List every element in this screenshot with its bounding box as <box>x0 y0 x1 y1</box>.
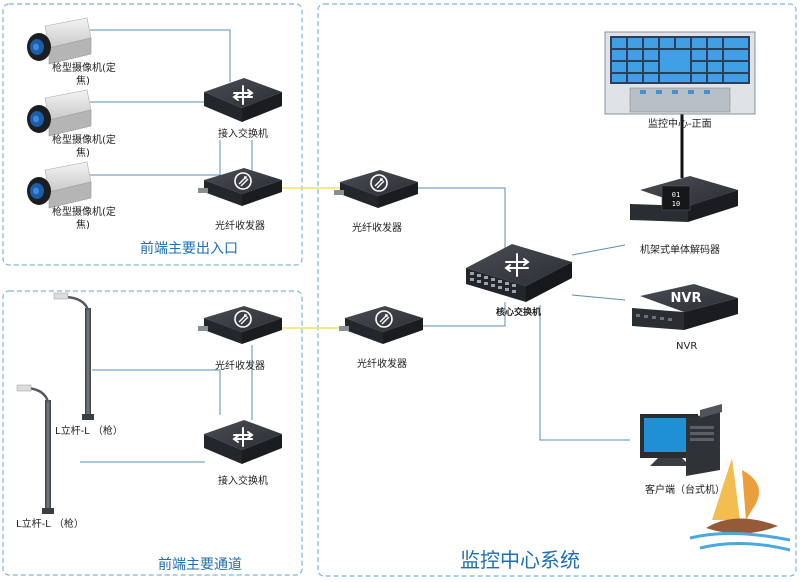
decoder-device: 01 10 <box>630 176 738 222</box>
fiber-transceiver-top-right <box>333 169 419 209</box>
decoder-screen-line1: 01 <box>672 191 680 199</box>
label-nvr: NVR <box>676 341 698 352</box>
region-center-frame <box>317 3 797 577</box>
label-fiber-top-left: 光纤收发器 <box>215 221 265 232</box>
links-center <box>418 187 630 441</box>
street-pole-2 <box>16 384 54 514</box>
label-video-wall: 监控中心-正面 <box>648 119 712 130</box>
label-fiber-bottom-right: 光纤收发器 <box>357 359 407 370</box>
decoder-screen-line2: 10 <box>672 200 680 208</box>
video-wall <box>604 31 756 115</box>
camera-2 <box>26 89 92 137</box>
nvr-face-label: NVR <box>671 291 702 306</box>
label-pole-1: L立杆-L （枪） <box>55 426 123 437</box>
street-pole-1 <box>53 292 94 420</box>
links-channel <box>80 345 253 463</box>
camera-1 <box>26 17 92 65</box>
label-access-switch-top: 接入交换机 <box>218 129 268 140</box>
fiber-transceiver-bottom-left <box>197 305 283 345</box>
label-access-switch-bottom: 接入交换机 <box>218 476 268 487</box>
label-pole-2: L立杆-L （枪） <box>16 519 84 530</box>
region-entrance-frame <box>2 3 303 266</box>
client-pc <box>640 404 722 476</box>
label-camera-2: 枪型摄像机(定焦) <box>52 135 116 159</box>
core-switch <box>466 244 572 302</box>
region-title-entrance: 前端主要出入口 <box>140 241 238 257</box>
label-fiber-top-right: 光纤收发器 <box>352 223 402 234</box>
region-channel-frame <box>2 290 303 576</box>
camera-3 <box>26 161 92 209</box>
fiber-transceiver-bottom-right <box>338 305 424 345</box>
fiber-transceiver-top-left <box>197 167 283 207</box>
label-client: 客户端（台式机） <box>645 485 725 496</box>
logo-sail <box>689 458 791 552</box>
region-title-channel: 前端主要通道 <box>158 557 242 573</box>
nvr-device: NVR <box>632 284 738 330</box>
label-decoder: 机架式单体解码器 <box>640 245 720 256</box>
label-camera-3: 枪型摄像机(定焦) <box>52 207 116 231</box>
label-camera-1: 枪型摄像机(定焦) <box>52 63 116 87</box>
access-switch-bottom <box>203 419 283 465</box>
access-switch-top <box>203 77 283 123</box>
region-title-center: 监控中心系统 <box>460 548 580 572</box>
links-entrance <box>90 29 253 176</box>
label-core-switch: 核心交换机 <box>496 308 542 318</box>
label-fiber-bottom-left: 光纤收发器 <box>215 361 265 372</box>
